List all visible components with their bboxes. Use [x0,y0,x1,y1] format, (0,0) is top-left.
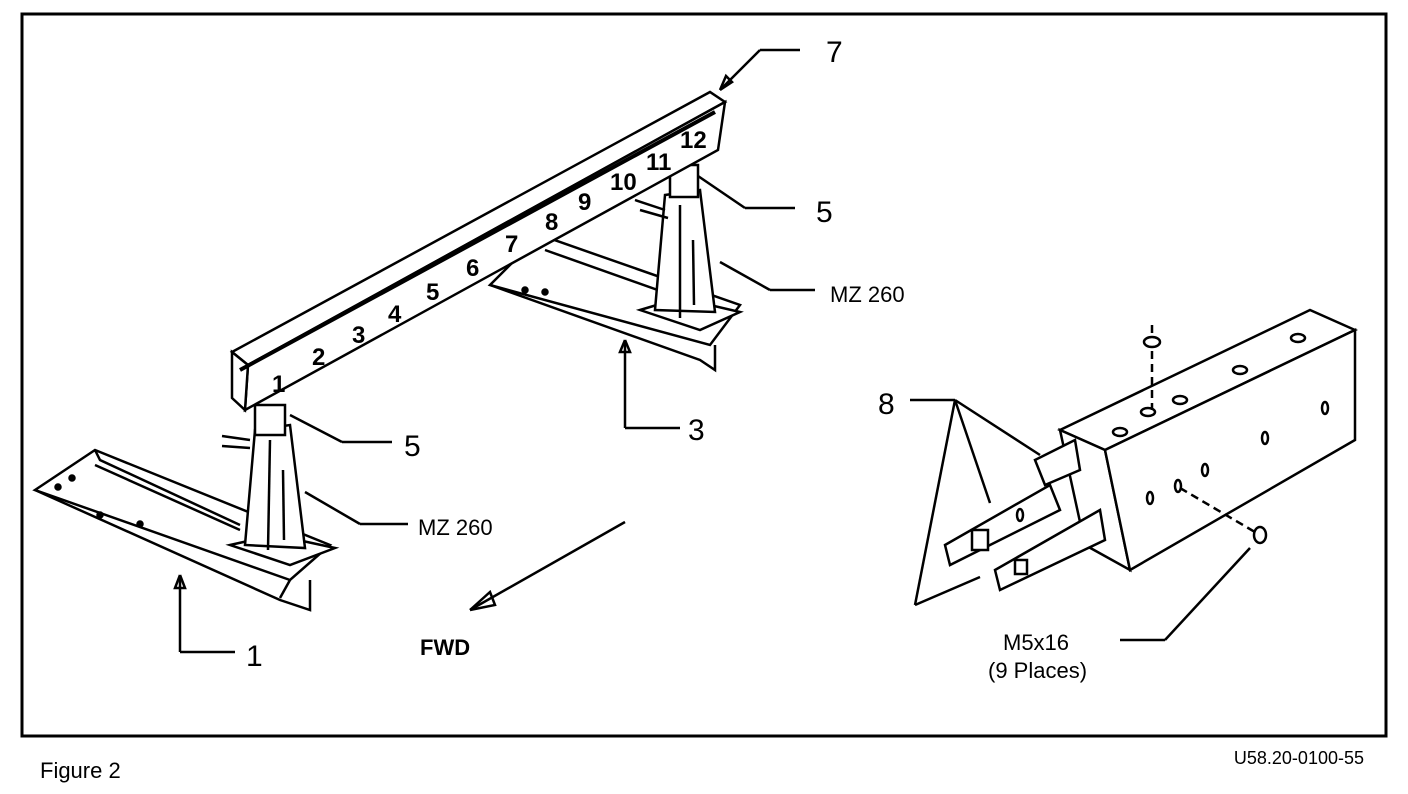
bolt-qty-label: (9 Places) [988,658,1087,683]
figure-caption: Figure 2 [40,758,121,783]
scale-8: 8 [545,209,558,236]
right-support [634,163,744,332]
scale-5: 5 [426,279,439,306]
beam-scale: 1 2 3 4 5 6 7 8 9 10 11 12 [272,127,707,398]
bolt-size-label: M5x16 [1003,630,1069,655]
figure-border [20,12,1388,738]
scale-2: 2 [312,344,325,371]
callout-mz260-left: MZ 260 [418,515,493,540]
callout-5-right: 5 [816,196,833,229]
callout-8: 8 [878,388,895,421]
alignment-beam [229,90,728,413]
callout-7: 7 [826,36,843,69]
scale-10: 10 [610,169,637,196]
scale-7: 7 [505,231,518,258]
callout-mz260-right: MZ 260 [830,282,905,307]
scale-1: 1 [272,371,285,398]
scale-11: 11 [646,149,671,176]
beam-end-detail [943,308,1358,592]
callout-3: 3 [688,414,705,447]
callout-5-left: 5 [404,430,421,463]
scale-12: 12 [680,127,707,154]
drawing-number: U58.20-0100-55 [1233,748,1364,768]
scale-3: 3 [352,322,365,349]
scale-9: 9 [578,189,591,216]
fwd-label: FWD [420,635,470,660]
left-support [221,403,340,567]
leader-lines [173,48,1251,654]
callout-1: 1 [246,640,263,673]
fwd-arrow-icon [469,520,626,612]
scale-4: 4 [388,301,402,328]
scale-6: 6 [466,255,479,282]
